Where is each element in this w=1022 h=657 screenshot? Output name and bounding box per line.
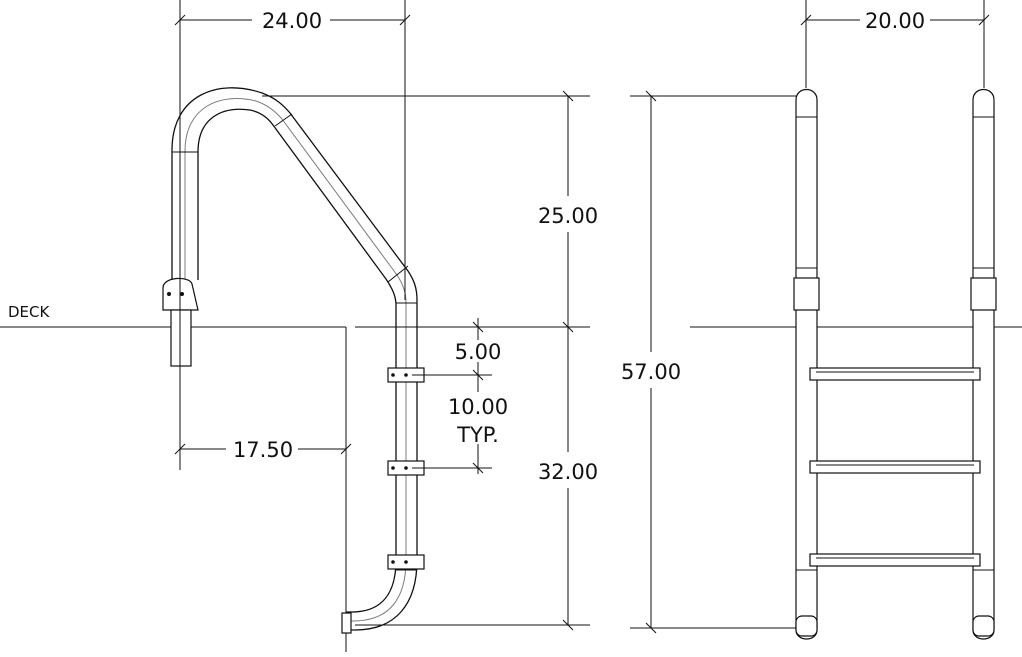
dim-lower-height-label: 32.00 [538, 460, 598, 484]
dim-base-offset-label: 17.50 [233, 438, 293, 462]
deck-label: DECK [8, 303, 51, 321]
front-right-rail [972, 88, 995, 640]
dim-step-spacing [412, 318, 492, 474]
handrail-centerline [184, 98, 407, 622]
front-right-foot [972, 615, 995, 637]
dim-total-height-label: 57.00 [621, 360, 681, 384]
anchor-bolt-1 [167, 292, 171, 296]
dim-upper-height-label: 25.00 [538, 204, 598, 228]
dim-top-width-label: 24.00 [262, 9, 322, 33]
handrail-outer [171, 87, 418, 631]
anchor-socket [170, 309, 192, 367]
dim-total-height [630, 90, 796, 634]
side-view-ladder [162, 87, 425, 634]
front-right-anchor [970, 277, 997, 311]
front-tread-3 [809, 553, 981, 567]
dim-front-width [800, 0, 990, 88]
tread-bracket-3 [387, 554, 425, 570]
dim-lower-height [562, 327, 574, 631]
deck-line-side [0, 326, 347, 652]
dim-step-offset-label: 5.00 [455, 340, 502, 364]
handrail-inner [197, 108, 397, 613]
dim-step-spacing-label-2: TYP. [456, 423, 499, 447]
front-left-anchor [793, 277, 820, 311]
dim-step-spacing-label-1: 10.00 [448, 395, 508, 419]
dim-base-offset [174, 443, 352, 455]
anchor-bolt-2 [180, 292, 184, 296]
foot-bumper [341, 612, 352, 634]
dim-top-width [174, 0, 411, 470]
dim-front-width-label: 20.00 [865, 9, 925, 33]
front-left-foot [795, 615, 818, 637]
handrail-joint-top-right [274, 113, 293, 127]
front-tread-1 [809, 367, 981, 381]
front-tread-2 [809, 460, 981, 474]
front-left-rail [795, 88, 818, 640]
front-view-ladder [793, 88, 997, 640]
